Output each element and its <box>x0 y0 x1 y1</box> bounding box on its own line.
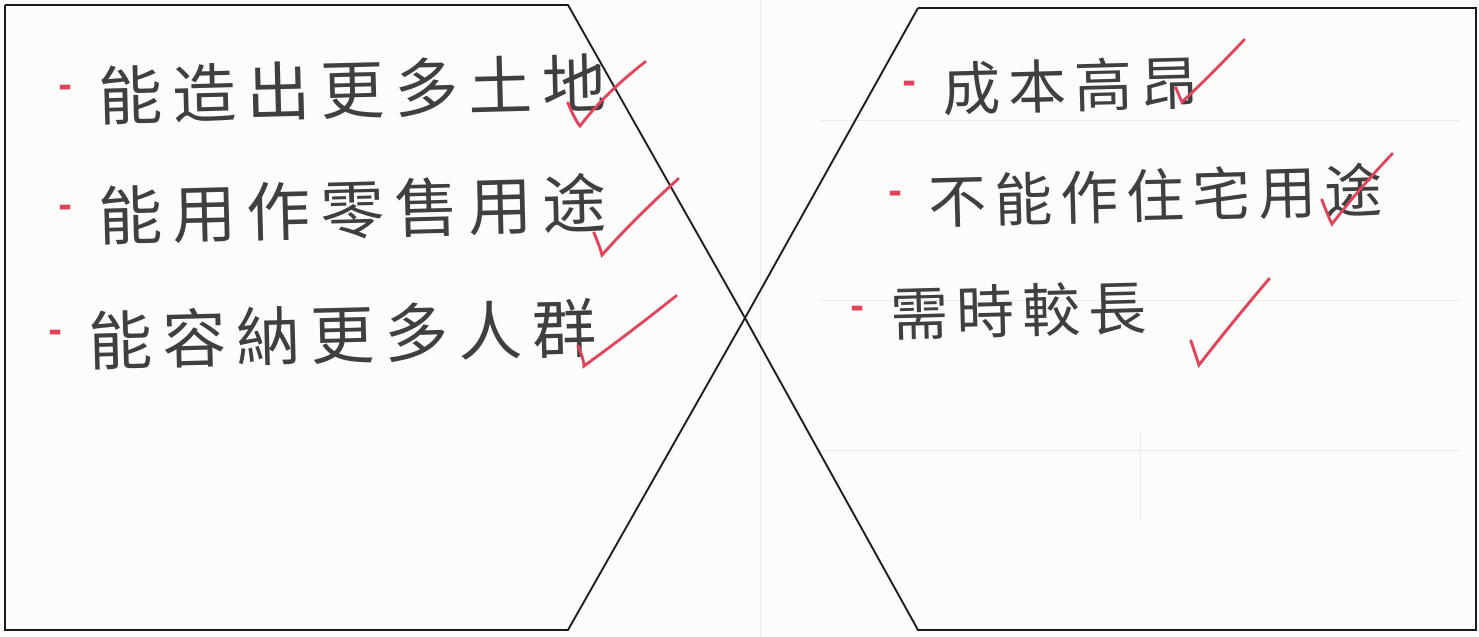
check-mark-icon <box>1174 38 1246 105</box>
right-item-3-text: 需時較長 <box>889 274 1156 350</box>
paper-fold-line <box>760 0 761 637</box>
left-hexagon-outline <box>4 4 747 631</box>
left-item-1-text: 能造出更多土地 <box>97 48 618 136</box>
bullet-dash: - <box>888 172 903 212</box>
right-item-3: - 需時較長 <box>850 265 1155 350</box>
check-mark-icon <box>592 177 680 259</box>
bullet-dash: - <box>850 287 865 327</box>
left-item-2-text: 能用作零售用途 <box>97 168 618 256</box>
right-item-2: - 不能作住宅用途 <box>888 150 1391 237</box>
paper-faint-line <box>1140 430 1141 520</box>
right-hexagon-outline <box>743 7 1477 631</box>
bullet-dash: - <box>902 62 917 102</box>
right-item-1-text: 成本高昂 <box>941 49 1208 125</box>
left-item-2: - 能用作零售用途 <box>58 160 617 256</box>
left-item-3-text: 能容納更多人群 <box>87 293 608 381</box>
paper-faint-line <box>820 120 1460 121</box>
paper-faint-line <box>820 300 1460 301</box>
left-item-1: - 能造出更多土地 <box>58 40 617 136</box>
right-item-1: - 成本高昂 <box>902 40 1207 125</box>
check-mark-icon <box>576 294 678 369</box>
check-mark-icon <box>566 60 647 129</box>
bullet-dash: - <box>48 311 63 351</box>
left-item-3: - 能容納更多人群 <box>48 285 607 381</box>
bullet-dash: - <box>58 66 73 106</box>
check-mark-icon <box>1189 277 1271 369</box>
bullet-dash: - <box>58 186 73 226</box>
check-mark-icon <box>1320 152 1394 227</box>
